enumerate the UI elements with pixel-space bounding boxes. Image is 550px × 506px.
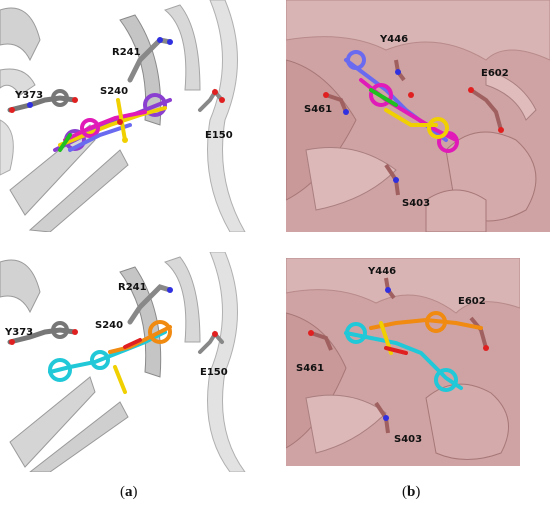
label-r241: R241 <box>112 47 141 58</box>
caption-a-open: ( <box>120 484 125 500</box>
label-s403: S403 <box>394 434 423 445</box>
label-e150: E150 <box>200 367 228 378</box>
label-e150: E150 <box>205 130 233 141</box>
label-s240: S240 <box>100 86 129 97</box>
label-e602: E602 <box>481 68 509 79</box>
panel-b-bottom-render <box>286 258 520 466</box>
caption-b-letter: b <box>407 484 416 500</box>
label-y446: Y446 <box>380 34 409 45</box>
panel-b-bottom: Y446 E602 S461 S403 <box>286 258 520 466</box>
panel-a-bottom: R241 Y373 S240 E150 <box>0 252 255 472</box>
panel-a-top-render <box>0 0 255 232</box>
panel-b-top-render <box>286 0 550 232</box>
caption-a-letter: a <box>125 484 133 500</box>
label-y373: Y373 <box>15 90 44 101</box>
label-s403: S403 <box>402 198 431 209</box>
caption-b-open: ( <box>402 484 407 500</box>
label-y373: Y373 <box>5 327 34 338</box>
label-r241: R241 <box>118 282 147 293</box>
label-s461: S461 <box>296 363 325 374</box>
label-s461: S461 <box>304 104 333 115</box>
label-s240: S240 <box>95 320 124 331</box>
label-e602: E602 <box>458 296 486 307</box>
panel-b-top: Y446 E602 S461 S403 <box>286 0 550 232</box>
caption-b-close: ) <box>415 484 421 500</box>
caption-a-close: ) <box>132 484 138 500</box>
panel-a-bottom-render <box>0 252 255 472</box>
panel-a-top: R241 Y373 S240 E150 <box>0 0 255 232</box>
caption-b: (b) <box>402 484 420 501</box>
caption-a: (a) <box>120 484 138 501</box>
label-y446: Y446 <box>368 266 397 277</box>
